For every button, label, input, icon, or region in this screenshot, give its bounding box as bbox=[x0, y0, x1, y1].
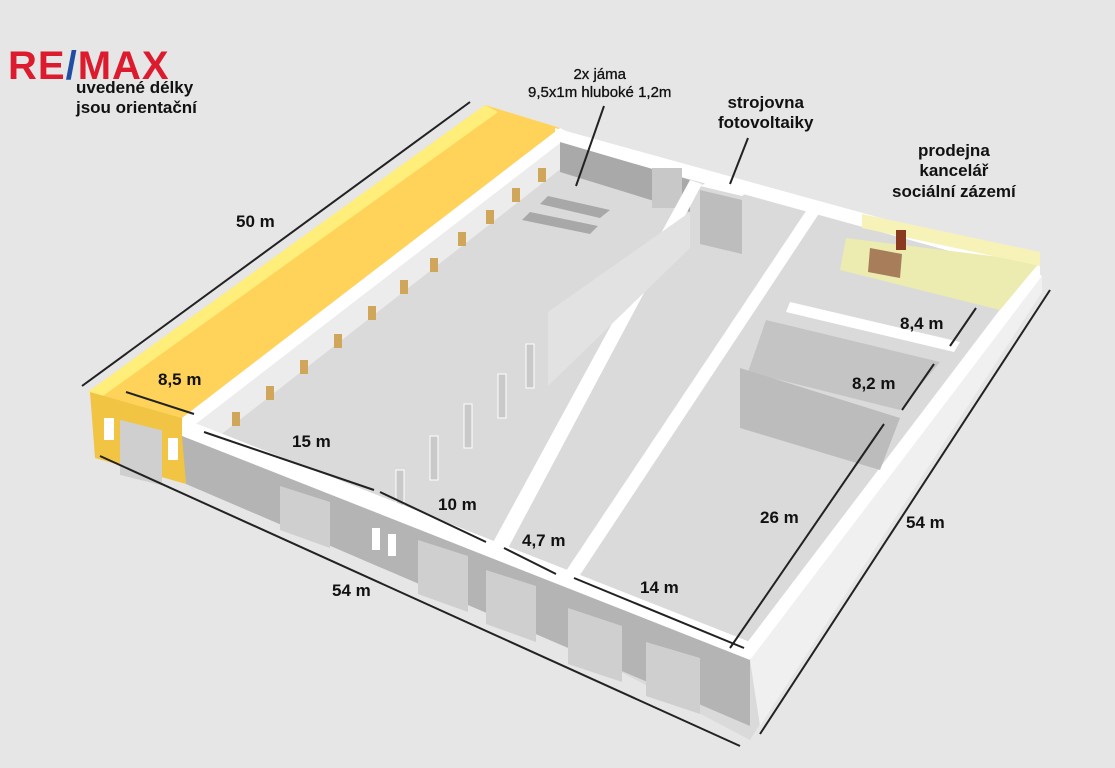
dim-right-length: 54 m bbox=[906, 513, 945, 532]
machine-room-top bbox=[700, 182, 748, 196]
left-wing-window bbox=[104, 418, 114, 440]
left-wing-roof bbox=[88, 105, 560, 418]
divider-wall-2-top bbox=[560, 208, 820, 584]
disclaimer-note: uvedené délky jsou orientační bbox=[76, 78, 197, 119]
dim-front-length: 54 m bbox=[332, 581, 371, 600]
dim-left-wing-width: 8,5 m bbox=[158, 370, 202, 389]
left-wing-window bbox=[168, 438, 178, 460]
right-wall-top bbox=[740, 270, 1042, 660]
front-window bbox=[388, 534, 396, 556]
dim-room-b-width: 8,2 m bbox=[852, 374, 896, 393]
front-wall-top bbox=[182, 418, 750, 660]
shop-office-annotation: prodejna kancelář sociální zázemí bbox=[892, 141, 1016, 202]
right-wall-face bbox=[750, 276, 1042, 726]
machine-room-line-2: fotovoltaiky bbox=[718, 113, 814, 133]
shop-line-3: sociální zázemí bbox=[892, 181, 1016, 201]
shop-line-2: kancelář bbox=[919, 161, 989, 181]
room-8-2 bbox=[748, 320, 940, 410]
machine-room-line-1: strojovna bbox=[727, 93, 804, 112]
machine-room-box bbox=[700, 190, 742, 254]
shop-line-1: prodejna bbox=[917, 141, 990, 160]
dim-corridor-width: 4,7 m bbox=[522, 531, 566, 550]
remax-logo: RE/MAX bbox=[8, 44, 170, 88]
dim-room-a-width: 8,4 m bbox=[900, 314, 944, 333]
front-window bbox=[372, 528, 380, 550]
divider-wall-1-face bbox=[548, 212, 690, 386]
office-block-wall bbox=[862, 214, 1040, 266]
window-row bbox=[232, 168, 546, 426]
pit-1 bbox=[540, 196, 610, 218]
front-garage-doors bbox=[280, 486, 700, 714]
left-wing-roof-edge bbox=[88, 105, 498, 398]
inner-wall-top bbox=[182, 128, 572, 424]
room-8-4-divider bbox=[786, 302, 960, 352]
disclaimer-line-1: uvedené délky bbox=[76, 78, 194, 97]
pit-annotation: 2x jáma 9,5x1m hluboké 1,2m bbox=[528, 66, 672, 102]
dim-left-length: 50 m bbox=[236, 212, 275, 231]
office-stairs bbox=[868, 248, 902, 278]
office-door bbox=[896, 230, 906, 250]
dimension-lines bbox=[81, 101, 1051, 747]
back-door bbox=[652, 168, 682, 208]
pit-line-1: 2x jáma bbox=[573, 66, 626, 83]
pit-line-2: 9,5x1m hluboké 1,2m bbox=[528, 84, 672, 101]
dim-hall1-depth: 15 m bbox=[292, 432, 331, 451]
machine-room-annotation: strojovna fotovoltaiky bbox=[718, 93, 813, 134]
column-row bbox=[395, 343, 535, 513]
pit-2 bbox=[522, 212, 598, 234]
dim-hall2-depth: 10 m bbox=[438, 495, 477, 514]
dim-hall3-depth: 14 m bbox=[640, 578, 679, 597]
disclaimer-line-2: jsou orientační bbox=[76, 98, 197, 118]
hall-3-back-wall bbox=[740, 368, 900, 470]
dim-hall3-length: 26 m bbox=[760, 508, 799, 527]
inner-wall-face bbox=[196, 134, 572, 440]
